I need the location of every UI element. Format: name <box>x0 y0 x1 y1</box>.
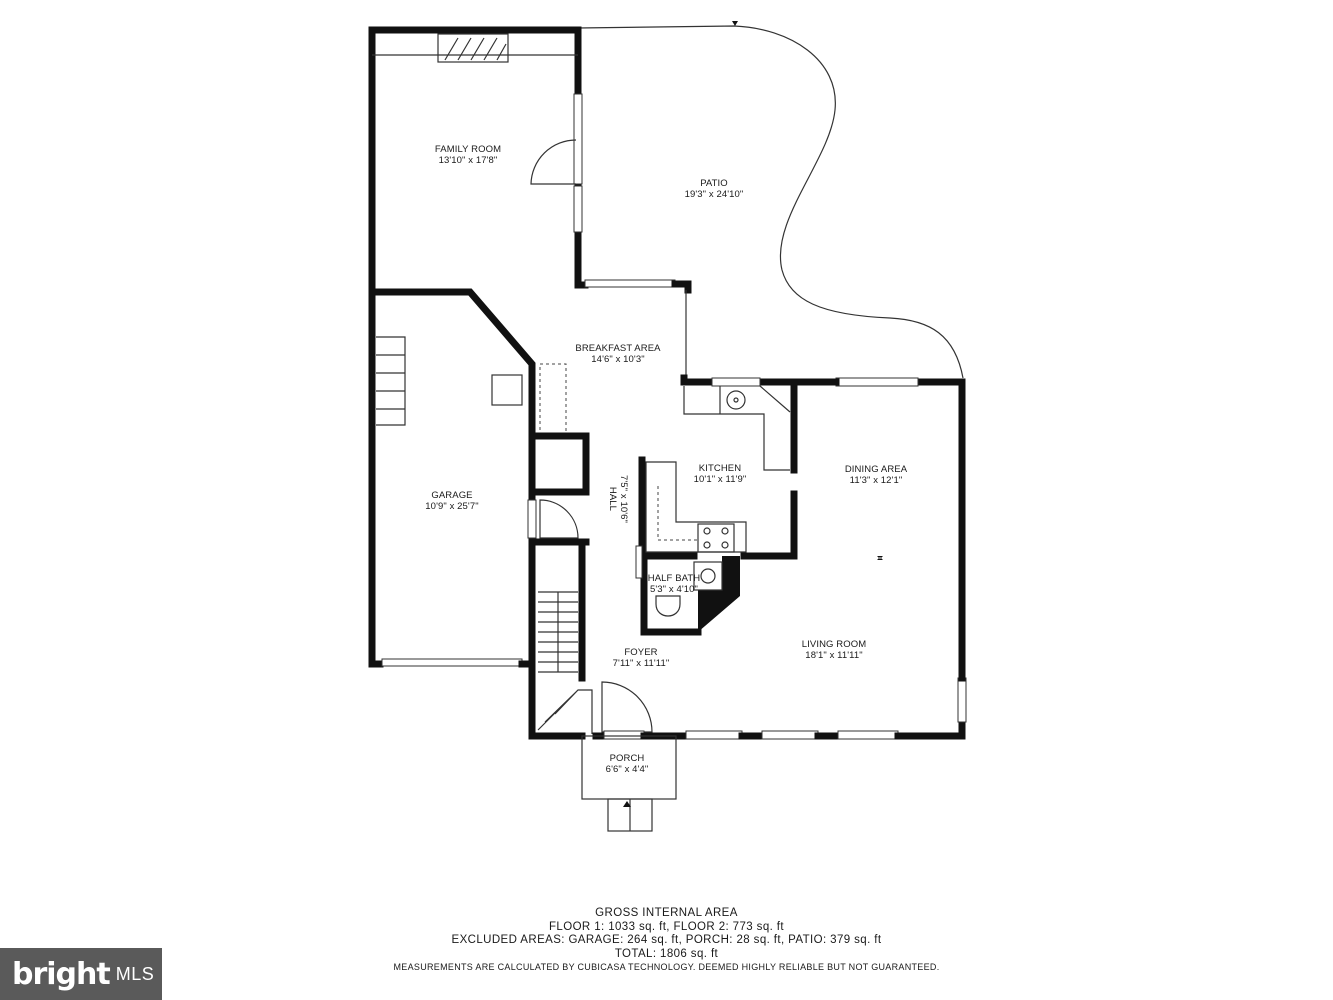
logo-word: bright <box>12 956 111 992</box>
bright-mls-logo: bright MLS <box>0 948 162 1000</box>
kitchen-counter <box>683 385 791 471</box>
logo-suffix: MLS <box>115 963 155 984</box>
half-bath-dim: 5'3" x 4'10" <box>649 584 699 595</box>
stairs-wall <box>528 538 586 740</box>
garage-wall <box>368 288 536 440</box>
hall-name: HALL <box>607 486 618 512</box>
front-window-1 <box>685 730 743 740</box>
dining-slider <box>835 377 919 387</box>
half-bath-door <box>635 545 643 579</box>
area-heading: GROSS INTERNAL AREA <box>595 907 738 919</box>
stairs <box>538 591 578 673</box>
kitchen-name: KITCHEN <box>698 463 742 474</box>
garage-steps <box>376 336 406 426</box>
porch-dim: 6'6" x 4'4" <box>605 764 649 775</box>
family-room-window-2 <box>573 185 583 233</box>
area-floors: FLOOR 1: 1033 sq. ft, FLOOR 2: 773 sq. f… <box>549 920 784 933</box>
patio-label: PATIO 19'3" x 24'10" <box>685 178 744 200</box>
family-room-dim: 13'10" x 17'8" <box>438 155 498 166</box>
patio-dim: 19'3" x 24'10" <box>684 189 744 200</box>
half-bath-fill <box>698 556 740 632</box>
area-excluded: EXCLUDED AREAS: GARAGE: 264 sq. ft, PORC… <box>451 934 882 946</box>
dining-area-label: DINING AREA 11'3" x 12'1" <box>845 464 907 486</box>
half-bath-name: HALF BATH <box>647 573 701 584</box>
family-room-door-swing <box>530 139 577 185</box>
foyer-label: FOYER 7'11" x 11'11" <box>613 647 670 669</box>
front-door-swing <box>601 681 653 733</box>
fireplace <box>437 33 509 63</box>
family-room-name: FAMILY ROOM <box>434 144 502 155</box>
front-door <box>603 730 645 740</box>
family-room-wall <box>368 26 582 668</box>
foyer-dim: 7'11" x 11'11" <box>612 658 670 669</box>
area-total: TOTAL: 1806 sq. ft <box>614 947 719 960</box>
dining-area-name: DINING AREA <box>844 464 908 475</box>
breakfast-area-dim: 14'6" x 10'3" <box>591 354 645 365</box>
side-window <box>957 677 967 723</box>
living-room-name: LIVING ROOM <box>801 639 867 650</box>
half-bath-vanity <box>693 561 723 591</box>
patio-outline <box>577 25 964 379</box>
garage-label: GARAGE 10'9" x 25'7" <box>425 490 478 512</box>
breakfast-area-name: BREAKFAST AREA <box>575 343 661 354</box>
half-bath-label: HALF BATH 5'3" x 4'10" <box>648 573 700 595</box>
garage-door <box>381 658 523 667</box>
area-summary: GROSS INTERNAL AREA FLOOR 1: 1033 sq. ft… <box>0 907 1333 975</box>
breakfast-area-label: BREAKFAST AREA 14'6" x 10'3" <box>575 343 660 365</box>
porch-name: PORCH <box>609 753 645 764</box>
half-bath-wall <box>640 556 702 636</box>
porch-label: PORCH 6'6" x 4'4" <box>606 753 649 775</box>
front-window-2 <box>761 730 819 740</box>
family-room-label: FAMILY ROOM 13'10" x 17'8" <box>435 144 501 166</box>
hall-label: 7'5" x 10'6" HALL <box>607 475 629 523</box>
hall-dim: 7'5" x 10'6" <box>618 474 629 524</box>
garage-dim: 10'9" x 25'7" <box>425 501 479 512</box>
pantry-counter <box>539 363 567 435</box>
garage-name: GARAGE <box>431 490 473 501</box>
measurement-disclaimer: MEASUREMENTS ARE CALCULATED BY CUBICASA … <box>393 962 940 972</box>
garage-box <box>491 374 523 406</box>
sink <box>726 390 746 410</box>
kitchen-window <box>711 377 761 387</box>
toilet <box>655 595 681 617</box>
closet-wall <box>528 432 590 496</box>
kitchen-label: KITCHEN 10'1" x 11'9" <box>694 463 747 485</box>
breakfast-window <box>584 279 676 288</box>
dining-area-dim: 11'3" x 12'1" <box>849 475 903 486</box>
living-room-dim: 18'1" x 11'11" <box>805 650 863 661</box>
kitchen-dim: 10'1" x 11'9" <box>693 474 747 485</box>
front-window-3 <box>837 730 899 740</box>
patio-name: PATIO <box>700 178 728 189</box>
foyer-name: FOYER <box>624 647 658 658</box>
kitchen-wall <box>680 374 714 386</box>
living-room-label: LIVING ROOM 18'1" x 11'11" <box>802 639 866 661</box>
family-room-window <box>573 93 583 185</box>
closet-door <box>527 499 537 539</box>
stove <box>697 523 735 553</box>
